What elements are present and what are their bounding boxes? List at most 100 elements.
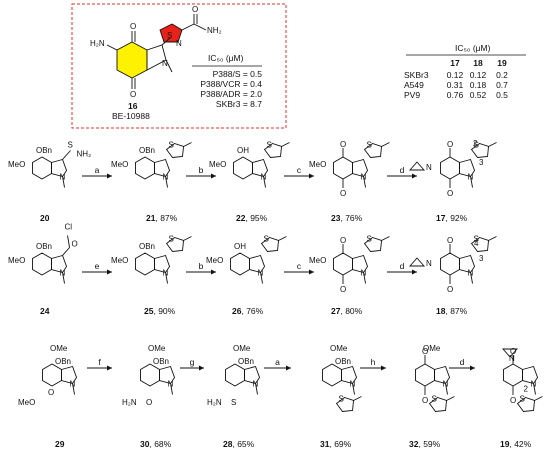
nh2-atom-label: NH₂: [77, 150, 92, 159]
arrowhead: [470, 365, 475, 371]
o-atom-label: O: [340, 140, 346, 149]
benzo-ring: [503, 363, 523, 387]
table-cell: 0.12: [447, 70, 464, 80]
methyl-bond: [488, 142, 497, 147]
aziridine-n-label: N: [426, 163, 432, 172]
compound-number: 29: [55, 439, 65, 449]
o-atom-label: O: [447, 236, 453, 245]
locant-label: 2: [524, 385, 529, 394]
n-atom-label: N: [253, 380, 259, 389]
n-atom-label: N: [258, 269, 264, 278]
reagent-label: d: [400, 165, 405, 175]
compound-yield: , 76%: [340, 213, 362, 223]
s-atom-label: S: [68, 141, 73, 150]
ic50-header: IC₅₀ (μM): [208, 53, 244, 63]
meo-label: MeO: [111, 160, 128, 169]
compound-number: 23: [331, 213, 341, 223]
methyl-bond: [381, 236, 390, 241]
pyrrole-ring: [352, 254, 369, 274]
n-methyl-bond: [470, 272, 473, 284]
compound-number: 17: [436, 213, 446, 223]
arrowhead: [199, 365, 204, 371]
obn-label: OBn: [153, 357, 169, 366]
table-row-label: SKBr3: [404, 70, 429, 80]
o-atom-label: O: [510, 347, 516, 356]
benzo-ring: [440, 252, 460, 276]
arrowhead: [107, 173, 112, 179]
n-methyl-bond: [263, 176, 266, 188]
n-atom-label: N: [468, 173, 474, 182]
compound-label: 18, 87%: [436, 306, 468, 316]
benzo-ring: [42, 363, 62, 387]
reagent-label: d: [400, 261, 405, 271]
compound-label: 28, 65%: [223, 439, 255, 449]
o-atom-label: O: [447, 285, 453, 294]
n-methyl-bond: [445, 383, 448, 395]
thiazole-ring: [428, 396, 448, 412]
o-bottom-label: O: [130, 90, 136, 99]
compound-label: 20: [40, 213, 50, 223]
thiazole-ring: [363, 236, 383, 252]
s-atom-label: S: [474, 141, 479, 150]
compound-label: 21, 87%: [146, 213, 178, 223]
ome-label: OMe: [330, 344, 348, 353]
s-atom-label: S: [231, 398, 236, 407]
benzo-ring: [135, 156, 155, 180]
compound-number: 25: [144, 306, 154, 316]
arrowhead: [211, 173, 216, 179]
arrowhead: [286, 365, 291, 371]
quinone-highlight: [117, 42, 147, 78]
compound-yield: , 68%: [149, 439, 171, 449]
pyrrole-ring: [244, 365, 261, 385]
benzo-ring: [32, 156, 52, 180]
pyrrole-ring: [159, 365, 176, 385]
arrowhead: [309, 173, 314, 179]
h2n-label: H₂N: [90, 39, 105, 48]
n-methyl-bond: [62, 176, 65, 188]
o-amide-label: O: [192, 5, 198, 14]
n-methyl-bond: [72, 383, 75, 395]
compound-16-name: BE-10988: [112, 111, 150, 121]
pyrrole-ring: [341, 365, 358, 385]
reagent-label: a: [95, 165, 100, 175]
table-cell: 0.18: [470, 80, 487, 90]
o-atom-label: O: [447, 140, 453, 149]
chloromethyl-bond: [67, 235, 70, 248]
oh-label: OH: [237, 146, 249, 155]
o-top-label: O: [130, 22, 136, 31]
thiazole-ring: [263, 142, 283, 158]
table-column-header: 18: [473, 58, 483, 68]
compound-label: 26, 76%: [232, 306, 264, 316]
meo-label: MeO: [8, 160, 25, 169]
meo-label: MeO: [8, 256, 25, 265]
arrowhead: [107, 365, 112, 371]
aziridine-ring: [502, 348, 518, 358]
compound-label: 30, 68%: [140, 439, 172, 449]
s-atom-label: S: [339, 395, 344, 404]
locant-label: 2: [473, 139, 478, 148]
pyrrole-ring: [51, 158, 68, 178]
compound-number: 20: [40, 213, 50, 223]
thiazole-ring: [516, 396, 536, 412]
benzo-ring: [333, 252, 353, 276]
aziridine-ring: [409, 161, 425, 171]
n-atom-label: N: [70, 380, 76, 389]
n-methyl-bond: [363, 176, 366, 188]
methyl-bond: [534, 396, 543, 401]
pyrrole-ring: [154, 254, 171, 274]
pyrrole-ring: [61, 365, 78, 385]
n-atom-label: N: [163, 173, 169, 182]
arrowhead: [412, 173, 417, 179]
compound-label: 29: [55, 439, 65, 449]
reagent-label: b: [199, 261, 204, 271]
o-atom-label: O: [447, 189, 453, 198]
locant-label: 4: [474, 239, 479, 248]
compound-16-number: 16: [128, 101, 138, 111]
methyl-bond: [488, 236, 497, 241]
obn-label: OBn: [139, 146, 155, 155]
n-atom-label: N: [168, 380, 174, 389]
obn-label: OBn: [36, 146, 52, 155]
table-row-label: PV9: [404, 90, 420, 100]
